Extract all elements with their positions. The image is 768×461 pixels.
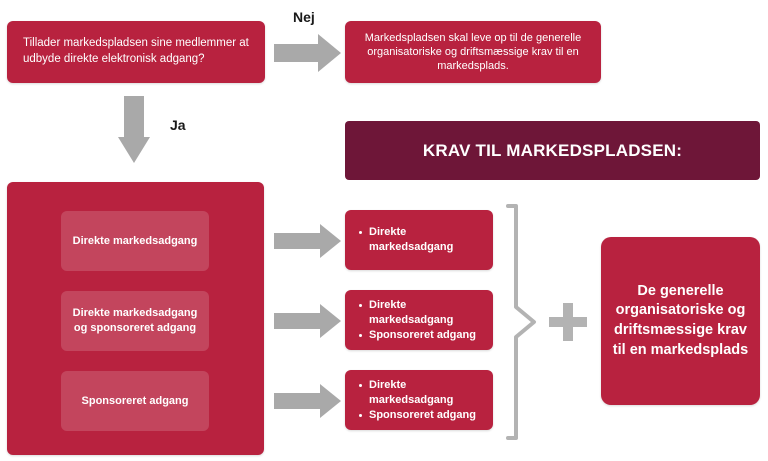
arrow-down-icon-yes — [118, 96, 150, 163]
access-type-label: Direkte markedsadgang — [72, 234, 198, 247]
requirement-list: Direkte markedsadgang Sponsoreret adgang — [359, 298, 483, 343]
arrow-right-icon-no — [274, 34, 341, 72]
access-types-panel — [7, 182, 264, 455]
plus-icon — [549, 303, 587, 341]
no-outcome-box: Markedspladsen skal leve op til de gener… — [345, 21, 601, 83]
question-text: Tillader markedspladsen sine medlemmer a… — [23, 37, 249, 65]
yes-label: Ja — [170, 117, 186, 133]
general-requirements-box: De generelle organisatoriske og driftsmæ… — [601, 237, 760, 405]
requirement-item: Sponsoreret adgang — [359, 328, 483, 343]
access-type-direct: Direkte markedsadgang — [61, 211, 209, 271]
requirement-box-2: Direkte markedsadgang Sponsoreret adgang — [345, 290, 493, 350]
general-requirements-text: De generelle organisatoriske og driftsmæ… — [612, 282, 749, 358]
no-outcome-text: Markedspladsen skal leve op til de gener… — [364, 31, 582, 73]
access-type-label: Direkte markedsadgang og sponsoreret adg… — [72, 307, 198, 334]
curly-brace-icon — [506, 204, 536, 440]
requirement-box-1: Direkte markedsadgang — [345, 210, 493, 270]
no-label: Nej — [293, 9, 315, 25]
requirement-item: Sponsoreret adgang — [359, 408, 483, 423]
question-box: Tillader markedspladsen sine medlemmer a… — [7, 21, 265, 83]
requirement-item: Direkte markedsadgang — [359, 298, 483, 328]
requirement-box-3: Direkte markedsadgang Sponsoreret adgang — [345, 370, 493, 430]
requirement-list: Direkte markedsadgang Sponsoreret adgang — [359, 378, 483, 423]
access-type-label: Sponsoreret adgang — [81, 394, 189, 407]
arrow-right-icon-2 — [274, 304, 341, 338]
access-type-sponsored: Sponsoreret adgang — [61, 371, 209, 431]
access-type-direct-and-sponsored: Direkte markedsadgang og sponsoreret adg… — [61, 291, 209, 351]
requirement-item: Direkte markedsadgang — [359, 378, 483, 408]
requirements-heading: KRAV TIL MARKEDSPLADSEN: — [345, 121, 760, 180]
requirements-heading-text: KRAV TIL MARKEDSPLADSEN: — [422, 140, 683, 160]
requirement-item: Direkte markedsadgang — [359, 225, 483, 255]
requirement-list: Direkte markedsadgang — [359, 225, 483, 255]
arrow-right-icon-3 — [274, 384, 341, 418]
arrow-right-icon-1 — [274, 224, 341, 258]
